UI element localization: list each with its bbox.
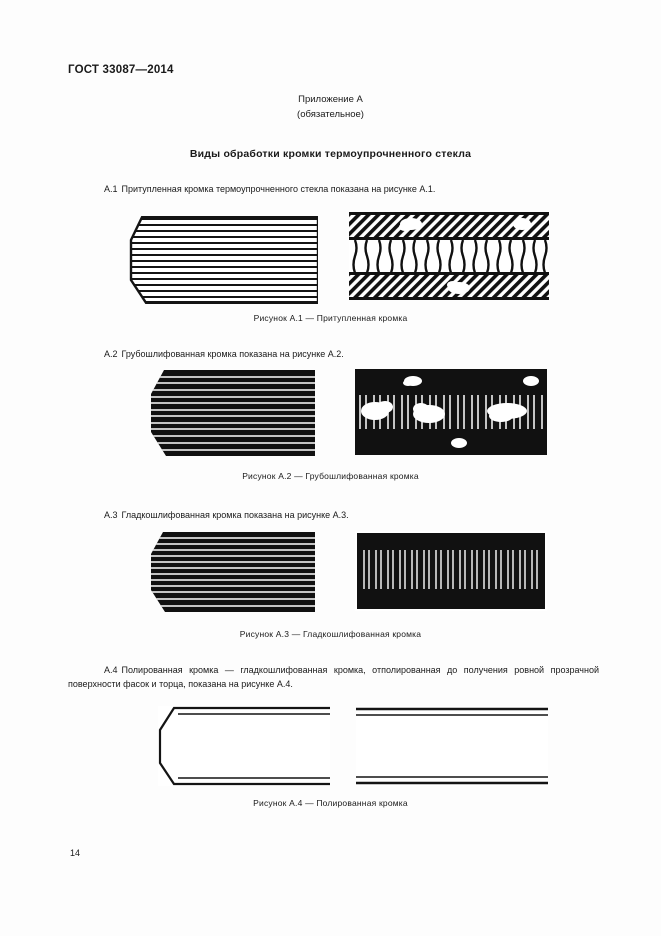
caption-a1: Рисунок А.1 — Притупленная кромка [253, 313, 408, 323]
paragraph-a4-text: Полированная кромка — гладкошлифованная … [68, 665, 599, 689]
caption-a2: Рисунок А.2 — Грубошлифованная кромка [242, 471, 419, 481]
paragraph-a2-number: А.2 [104, 349, 118, 359]
appendix-heading: Приложение А (обязательное) [0, 92, 661, 122]
standard-header: ГОСТ 33087—2014 [68, 64, 174, 76]
caption-a3: Рисунок А.3 — Гладкошлифованная кромка [239, 629, 422, 639]
blunted-edge-cross-section-drawing [129, 216, 318, 304]
figure-a1-left [128, 216, 318, 304]
figure-a4-right [356, 706, 548, 786]
figure-a4-left [158, 706, 330, 786]
smooth-ground-edge-surface-photo [355, 531, 547, 611]
appendix-status: (обязательное) [297, 109, 364, 120]
figure-a3-left [150, 532, 315, 612]
rough-ground-edge-surface-photo [355, 369, 547, 455]
figure-a1-right [349, 212, 549, 300]
blunted-edge-surface-photo [349, 212, 549, 300]
figure-a3-right [355, 531, 547, 611]
polished-edge-cross-section-drawing [158, 706, 330, 786]
paragraph-a3-text: Гладкошлифованная кромка показана на рис… [121, 510, 349, 520]
appendix-label: Приложение А [298, 94, 363, 105]
paragraph-a4-number: А.4 [104, 665, 118, 675]
page-title: Виды обработки кромки термоупрочненного … [189, 148, 472, 160]
rough-ground-edge-cross-section-drawing [151, 370, 315, 456]
polished-edge-surface-photo [356, 706, 548, 786]
figure-a2-right [355, 369, 547, 455]
paragraph-a1-text: Притупленная кромка термоупрочненного ст… [121, 184, 436, 194]
paragraph-a1-number: А.1 [104, 184, 118, 194]
figure-a2-left [150, 370, 315, 456]
caption-a4: Рисунок А.4 — Полированная кромка [253, 798, 408, 808]
page-number: 14 [70, 848, 81, 858]
smooth-ground-edge-cross-section-drawing [151, 532, 315, 612]
paragraph-a3-number: А.3 [104, 510, 118, 520]
paragraph-a2-text: Грубошлифованная кромка показана на рису… [121, 349, 344, 359]
